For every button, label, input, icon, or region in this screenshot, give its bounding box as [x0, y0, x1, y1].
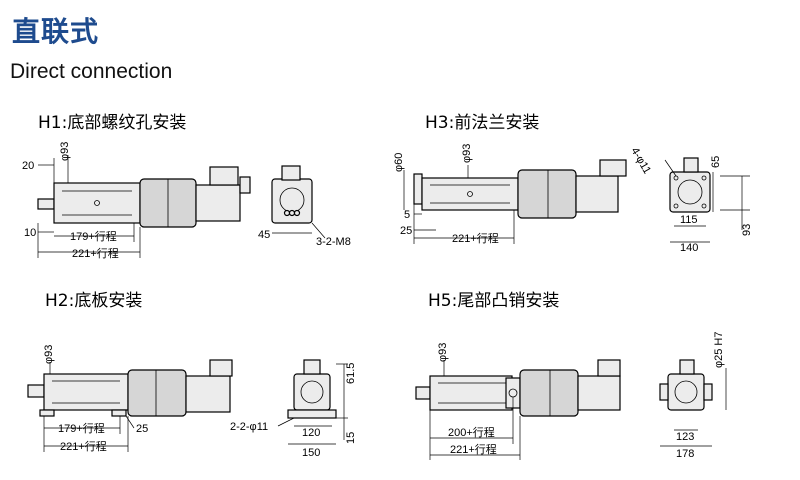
h2-dim-15: 15: [345, 432, 357, 444]
h5-dim-200: 200+行程: [448, 426, 495, 439]
h3-dim-65: 65: [710, 156, 722, 168]
h3-actuator-side-view: [413, 159, 627, 219]
h3-cylinder-body: [421, 177, 519, 211]
h2-gearbox: [127, 369, 187, 417]
h1-end-view: [271, 165, 326, 239]
h5-dim-25h7: φ25 H7: [713, 332, 725, 369]
h3-dim-221: 221+行程: [452, 232, 499, 245]
h1-motor-connector: [209, 166, 239, 186]
h1-section-label: H1:底部螺纹孔安装: [38, 113, 187, 133]
h2-end-square: [293, 373, 331, 411]
h5-rod-end: [415, 386, 431, 400]
h5-section-label: H5:尾部凸销安装: [428, 291, 560, 311]
h1-motor-plug: [239, 176, 251, 194]
h3-motor-connector: [599, 159, 627, 177]
h3-dimension-lines: [403, 165, 515, 244]
h1-end-connector: [281, 165, 301, 181]
h1-dim-179: 179+行程: [70, 230, 117, 243]
h1-cylinder-body: [53, 182, 141, 224]
h1-dim-45: 45: [258, 229, 270, 241]
h3-dim-11: 4-φ11: [628, 146, 653, 177]
h5-end-square: [667, 373, 705, 411]
h2-cylinder-body: [43, 373, 129, 411]
h5-motor-connector: [597, 359, 621, 377]
h1-end-flange: [271, 178, 313, 224]
h5-pin-right: [703, 383, 713, 401]
h5-end-view: [659, 359, 727, 447]
h5-pin-left: [659, 383, 669, 401]
h3-dim-93: φ93: [461, 144, 473, 163]
h5-end-connector: [679, 359, 695, 375]
h3-end-connector: [683, 157, 699, 173]
h5-cylinder-body: [429, 375, 513, 411]
h1-dim-10: 10: [24, 227, 36, 239]
h3-flange-square: [669, 171, 711, 213]
h1-rod-end: [37, 198, 55, 210]
h2-dim-93: φ93: [43, 345, 55, 364]
h3-dim-60: φ60: [393, 153, 405, 172]
h2-dim-150: 150: [302, 447, 320, 459]
h2-motor: [185, 375, 231, 413]
h2-motor-connector: [209, 359, 233, 377]
page-subtitle: Direct connection: [10, 60, 173, 83]
h1-dim-m8: 3-2-M8: [316, 236, 351, 248]
h5-gearbox: [519, 369, 579, 417]
h5-actuator-side-view: [415, 359, 621, 417]
h1-dim-93: φ93: [59, 142, 71, 161]
h5-dimension-lines: [429, 360, 521, 460]
h2-rod-end: [27, 384, 45, 398]
h2-dim-11: 2-2-φ11: [230, 421, 268, 433]
h5-dim-221: 221+行程: [450, 443, 497, 456]
h2-base-plate-front: [39, 409, 55, 417]
h3-dim-115: 115: [680, 214, 698, 226]
h3-dim-93v: 93: [741, 224, 753, 236]
h5-motor: [577, 375, 621, 411]
h2-actuator-side-view: [27, 359, 233, 417]
h3-motor: [575, 175, 619, 213]
h2-section-label: H2:底板安装: [45, 291, 143, 311]
h2-base-plate-rear: [111, 409, 127, 417]
h1-motor: [195, 184, 241, 222]
h3-dim-140: 140: [680, 242, 698, 254]
h1-dim-20: 20: [22, 160, 34, 172]
h1-dim-221: 221+行程: [72, 247, 119, 260]
h3-dim-5: 5: [404, 209, 410, 221]
h5-dim-93: φ93: [437, 343, 449, 362]
h2-dim-120: 120: [302, 427, 320, 439]
h1-actuator-side-view: [37, 166, 251, 228]
h3-end-view: [664, 157, 750, 243]
h3-dim-25: 25: [400, 225, 412, 237]
page-title: 直联式: [12, 15, 100, 48]
h2-dimension-lines: [43, 362, 135, 452]
h5-dim-178: 178: [676, 448, 694, 460]
h2-end-connector: [303, 359, 321, 375]
h3-front-flange: [413, 173, 423, 205]
h2-base-plate: [287, 409, 337, 419]
h2-dim-221: 221+行程: [60, 440, 107, 453]
h5-dim-123: 123: [676, 431, 694, 443]
h3-section-label: H3:前法兰安装: [425, 113, 540, 133]
h3-gearbox: [517, 169, 577, 219]
h1-dimension-lines: [37, 155, 141, 258]
h2-end-view: [277, 359, 348, 445]
h2-dim-25: 25: [136, 423, 148, 435]
h2-dim-179: 179+行程: [58, 422, 105, 435]
h2-dim-615: 61.5: [345, 363, 357, 384]
